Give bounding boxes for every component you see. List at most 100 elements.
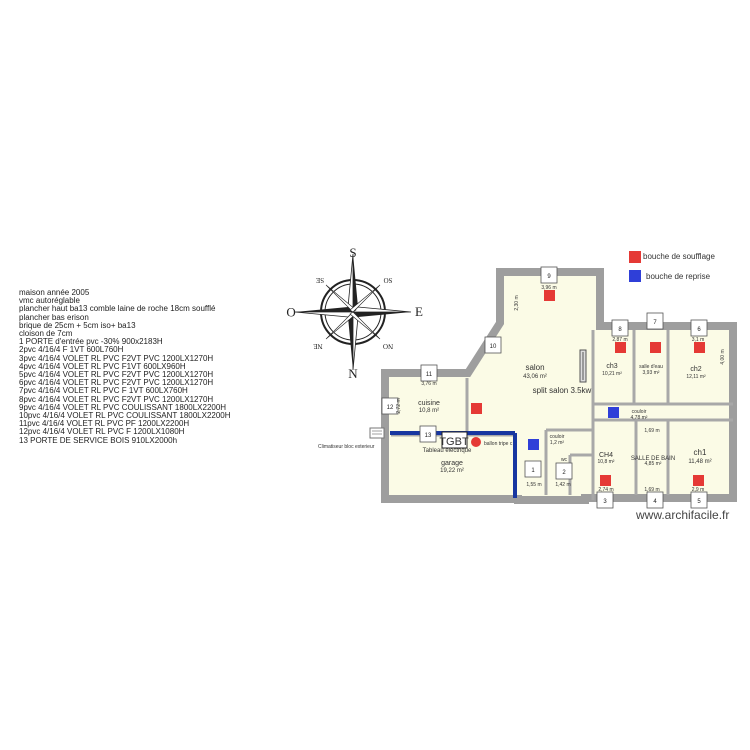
return-vents — [528, 407, 619, 450]
dim-label: 3,1 m — [692, 337, 705, 343]
vent-supply-salle-eau — [650, 342, 661, 353]
ballon-label: ballon tripe c — [484, 441, 513, 447]
compass-label-nw: SE — [316, 276, 324, 284]
opening-number: 6 — [697, 327, 701, 333]
note-line: 2pvc 4/16/4 F 1VT 600L760H — [19, 345, 124, 355]
note-line: 10pvc 4/16/4 VOLET RL PVC COULISSANT 180… — [19, 411, 231, 421]
note-line: 11pvc 4/16/4 VOLET RL PVC PF 1200LX2200H — [19, 419, 190, 429]
dim-label: 2,87 m — [612, 337, 627, 343]
compass-label-left: E — [415, 304, 423, 319]
dim-label: 2,74 m — [598, 487, 613, 493]
note-line: 9pvc 4/16/4 VOLET RL PVC COULISSANT 1800… — [19, 402, 227, 412]
opening-number: 11 — [426, 372, 433, 378]
note-line: cloison de 7cm — [19, 329, 73, 339]
room-sdb-name: SALLE DE BAIN — [631, 456, 675, 462]
tgbt-label: TGBT — [439, 436, 469, 448]
legend-return-swatch — [629, 270, 641, 282]
compass-label-top: S — [349, 245, 356, 260]
room-wc-name: wc — [561, 457, 568, 463]
room-salle-eau-area: 3,93 m² — [643, 370, 660, 376]
opening-number: 10 — [490, 344, 497, 350]
dim-label: 1,42 m — [555, 482, 570, 488]
note-line: 5pvc 4/16/4 VOLET RL PVC F2VT PVC 1200LX… — [19, 370, 214, 380]
opening-marker-12: 12 — [381, 397, 399, 415]
note-line: brique de 25cm + 5cm iso+ ba13 — [19, 320, 136, 330]
room-sdb-area: 4,85 m² — [645, 461, 662, 467]
dim-label: 4,00 m — [720, 349, 726, 364]
opening-number: 4 — [653, 499, 657, 505]
room-salon-name: salon — [525, 363, 544, 372]
vent-supply-salon — [544, 290, 555, 301]
opening-marker-4: 4 — [646, 491, 664, 509]
opening-number: 7 — [653, 320, 657, 326]
dim-label: 2,30 m — [514, 295, 520, 310]
ballon-icon — [471, 437, 481, 447]
dim-label: 1,69 m — [644, 487, 659, 493]
vent-supply-cuisine — [471, 403, 482, 414]
dim-label: 3,76 m — [421, 381, 436, 387]
opening-marker-8: 8 — [611, 319, 629, 337]
vent-return-salon — [528, 439, 539, 450]
opening-marker-3: 3 — [596, 491, 614, 509]
split-unit-icon — [579, 349, 587, 383]
opening-number: 1 — [531, 468, 535, 474]
opening-number: 2 — [562, 470, 566, 476]
opening-marker-9: 9 — [540, 266, 558, 284]
room-garage-name: garage — [441, 460, 463, 467]
room-couloir-top-name: couloir — [632, 409, 647, 415]
room-couloir-left-area: 1,2 m² — [550, 440, 565, 446]
note-line: 1 PORTE d'entrée pvc -30% 900x2183H — [19, 337, 163, 347]
dim-label: 1,55 m — [526, 482, 541, 488]
opening-marker-10: 10 — [484, 336, 502, 354]
vent-supply-ch4 — [600, 475, 611, 486]
room-cuisine-name: cuisine — [418, 400, 440, 407]
room-salon-area: 43,06 m² — [523, 374, 547, 380]
room-ch1-name: ch1 — [694, 448, 707, 457]
interior-walls — [391, 330, 733, 500]
supply-vents — [471, 290, 705, 486]
legend: bouche de soufflage bouche de reprise — [629, 251, 715, 282]
room-labels: salon 43,06 m² split salon 3.5kw cuisine… — [418, 363, 712, 474]
room-salle-eau-name: salle d'eau — [639, 364, 663, 370]
note-line: 13 PORTE DE SERVICE BOIS 910LX2000h — [19, 435, 178, 445]
opening-number: 13 — [425, 433, 432, 439]
opening-marker-7: 7 — [646, 312, 664, 330]
opening-marker-2: 2 — [555, 462, 573, 480]
opening-number: 8 — [618, 327, 622, 333]
opening-markers: 9 10 11 12 13 8 7 6 1 2 3 4 5 — [381, 266, 708, 509]
legend-return-label: bouche de reprise — [646, 272, 711, 281]
legend-supply-label: bouche de soufflage — [643, 252, 715, 261]
note-line: plancher haut ba13 comble laine de roche… — [19, 304, 216, 314]
note-line: 12pvc 4/16/4 VOLET RL PVC F 1200LX1080H — [19, 427, 185, 437]
note-line: 3pvc 4/16/4 VOLET RL PVC F2VT PVC 1200LX… — [19, 353, 214, 363]
notes-block: maison année 2005 vmc autoréglable planc… — [19, 288, 231, 445]
opening-number: 5 — [697, 499, 701, 505]
vent-return-corridor — [608, 407, 619, 418]
dim-label: 1,69 m — [644, 428, 659, 434]
room-ch2-name: ch2 — [690, 366, 701, 373]
legend-supply-swatch — [629, 251, 641, 263]
compass-label-right: O — [286, 305, 295, 320]
split-label: split salon 3.5kw — [533, 386, 592, 395]
room-ch2-area: 12,11 m² — [686, 374, 706, 380]
vent-supply-ch1 — [693, 475, 704, 486]
note-line: 8pvc 4/16/4 VOLET RL PVC F2VT PVC 1200LX… — [19, 394, 214, 404]
opening-marker-1: 1 — [524, 460, 542, 478]
room-garage-area: 19,22 m² — [440, 468, 464, 474]
opening-number: 9 — [547, 274, 551, 280]
room-ch4-area: 10,8 m² — [598, 459, 615, 465]
dimension-labels: 2,30 m 3,96 m 3,76 m 2,72 m 2,87 m 3,1 m… — [396, 285, 726, 493]
dim-label: 2,9 m — [692, 487, 705, 493]
note-line: 6pvc 4/16/4 VOLET RL PVC F2VT PVC 1200LX… — [19, 378, 214, 388]
note-line: 4pvc 4/16/4 VOLET RL PVC F1VT 600LX960H — [19, 361, 186, 371]
equipment: TGBT Tableau électrique ballon tripe c C… — [318, 427, 513, 454]
vent-supply-ch3 — [615, 342, 626, 353]
opening-marker-5: 5 — [690, 491, 708, 509]
opening-marker-11: 11 — [420, 364, 438, 382]
compass-label-ne: SO — [384, 276, 393, 284]
compass-rose: S N O E SE SO NE NO — [286, 245, 423, 381]
note-line: maison année 2005 — [19, 288, 90, 297]
opening-marker-6: 6 — [690, 319, 708, 337]
compass-label-sw: NE — [313, 342, 322, 350]
